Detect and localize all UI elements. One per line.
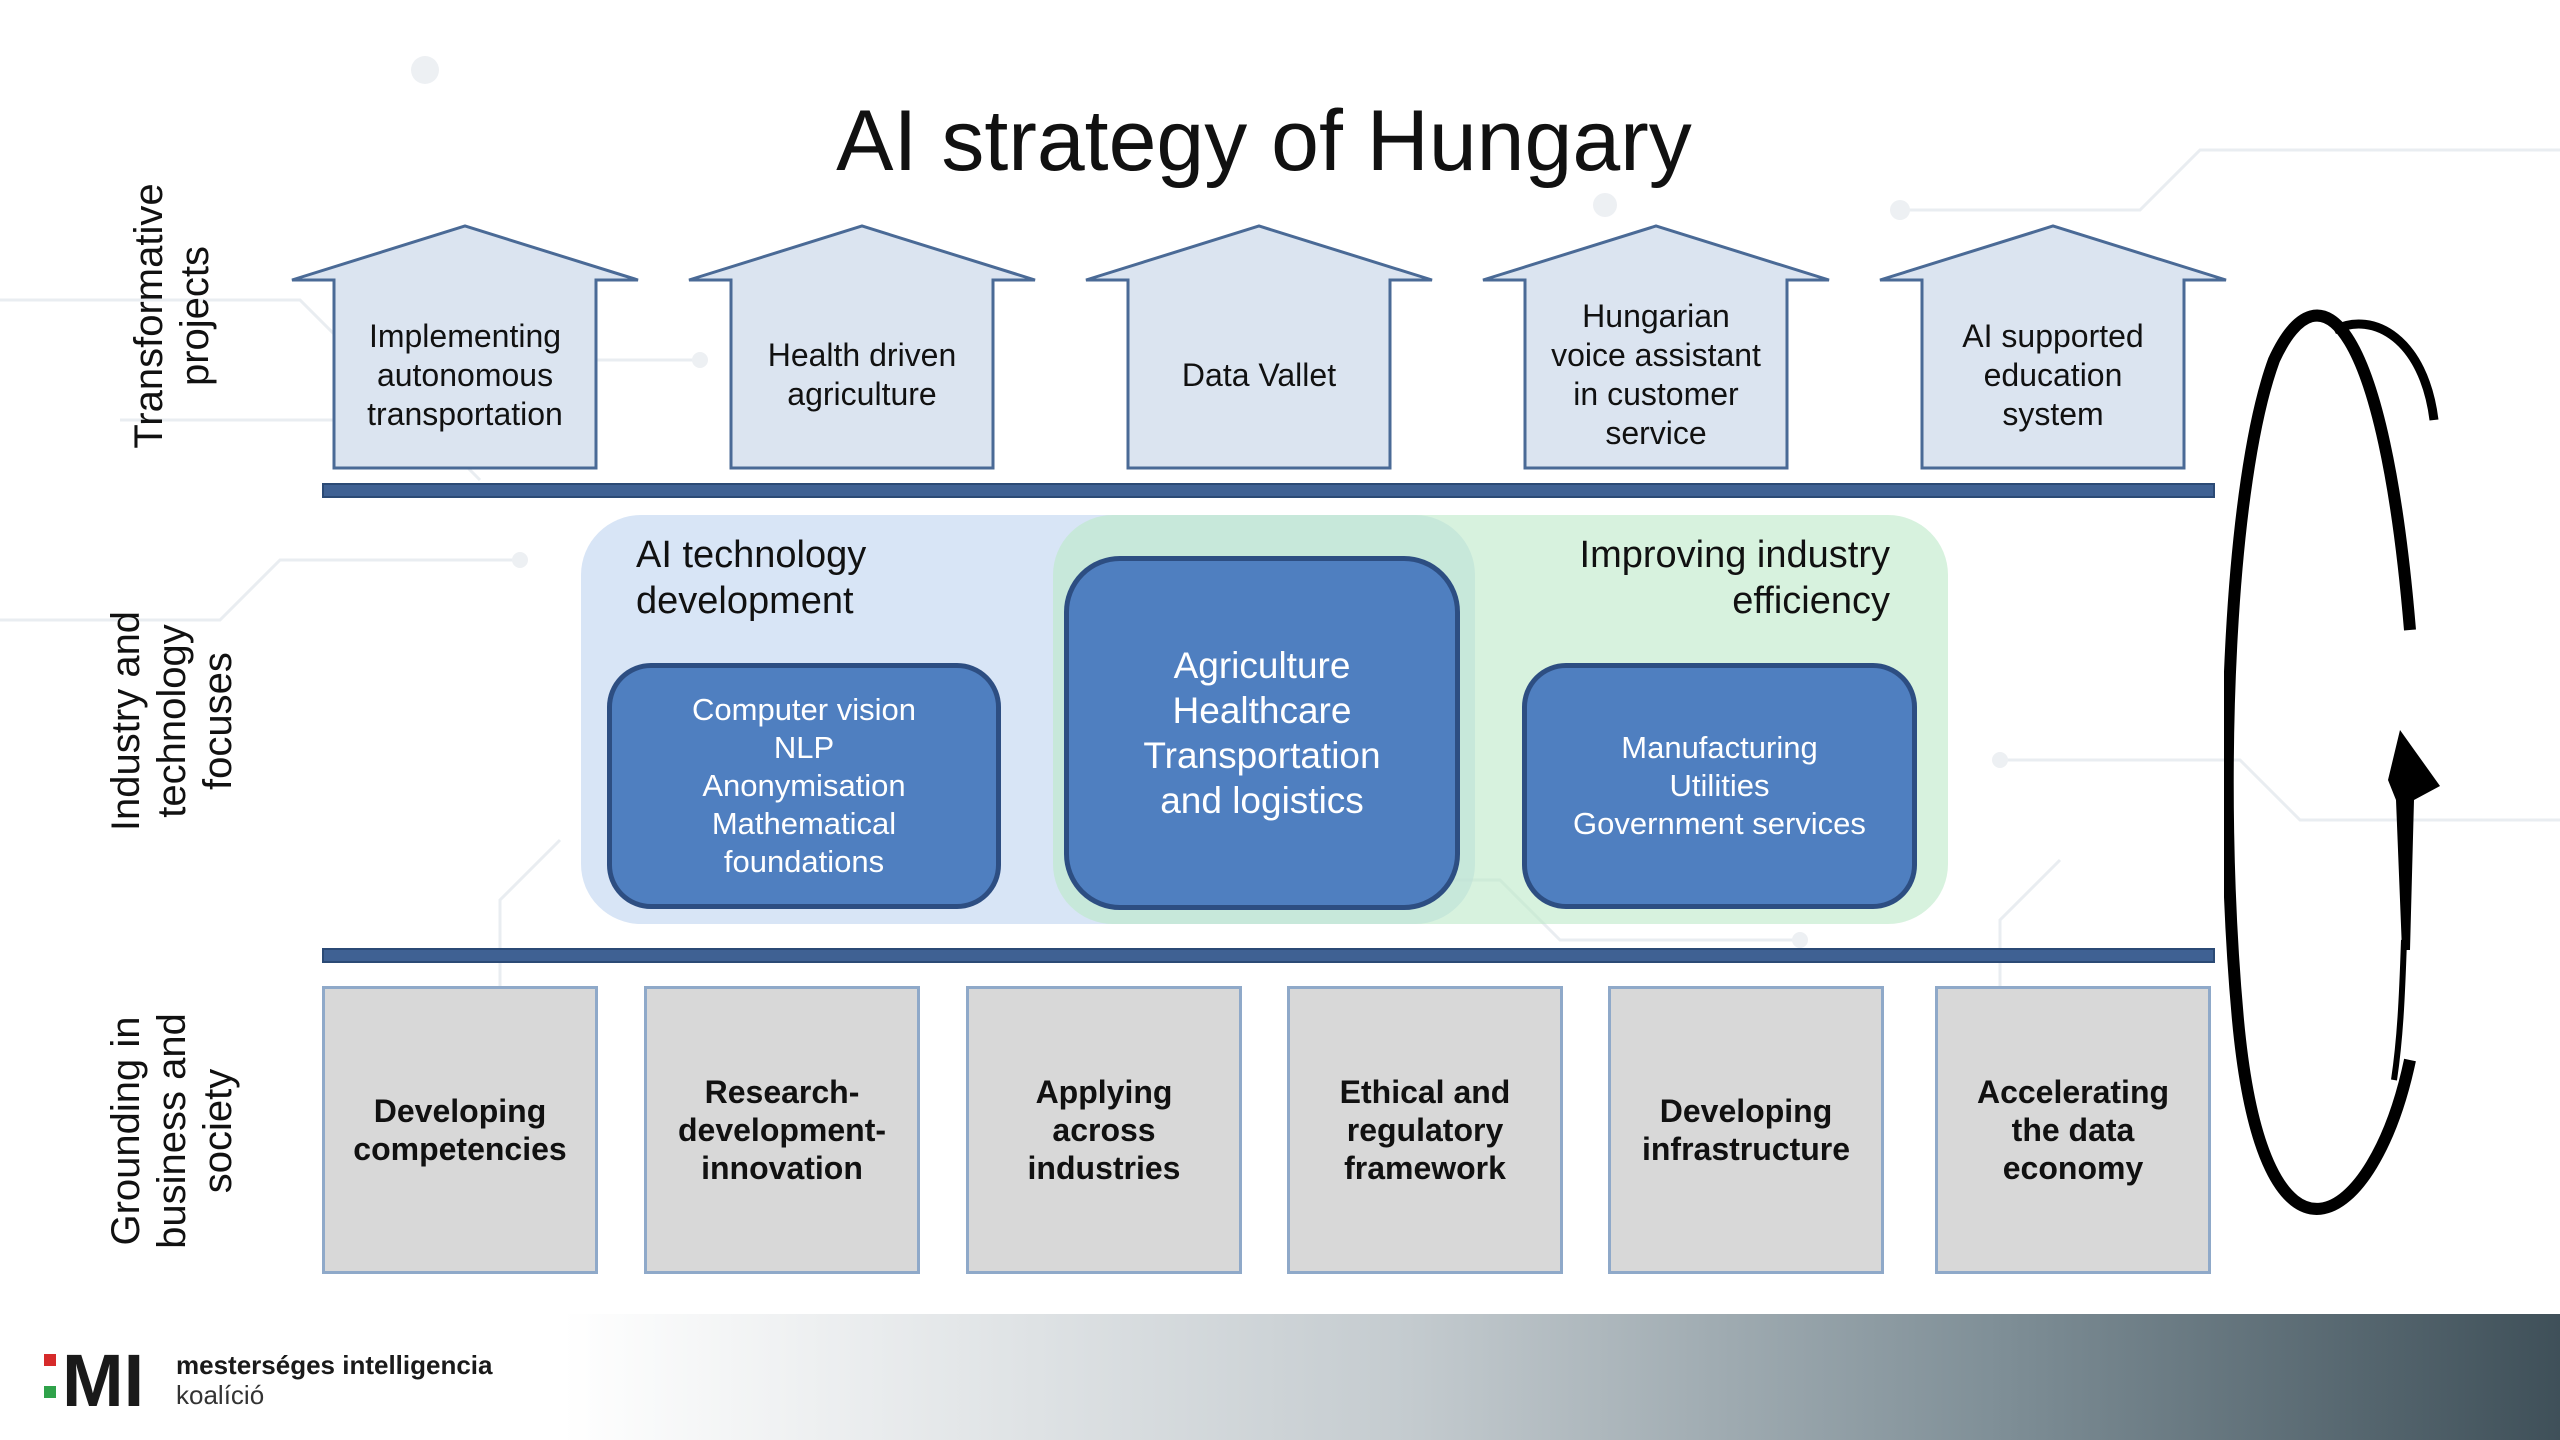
footer-band xyxy=(0,1314,2560,1440)
mi-logo-icon: MI xyxy=(44,1340,144,1420)
tech-item: NLP xyxy=(773,730,835,765)
grounding-line: Ethical and xyxy=(1339,1074,1511,1110)
project-house: AI supported education system xyxy=(1878,224,2228,470)
row-label-industry-focuses: Industry and technology focuses xyxy=(103,541,241,901)
row-label-line: projects xyxy=(173,245,217,387)
industry-items-box: Manufacturing Utilities Government servi… xyxy=(1522,663,1917,909)
core-sectors-box: Agriculture Healthcare Transportation an… xyxy=(1064,556,1460,910)
grounding-line: Developing xyxy=(1659,1093,1833,1129)
industry-item: Utilities xyxy=(1669,768,1770,803)
focus-label-line: development xyxy=(636,580,854,622)
core-sector-item: Healthcare xyxy=(1172,690,1352,731)
project-label-line: Health driven xyxy=(767,337,957,373)
project-label-line: in customer xyxy=(1573,376,1739,412)
industry-item: Manufacturing xyxy=(1621,730,1818,765)
grounding-line: the data xyxy=(2011,1112,2135,1148)
project-label-line: Data Vallet xyxy=(1181,356,1337,393)
industry-efficiency-label: Improving industry efficiency xyxy=(1500,532,1890,624)
project-house: Hungarian voice assistant in customer se… xyxy=(1481,224,1831,470)
grounding-line: regulatory xyxy=(1346,1112,1504,1148)
grounding-line: framework xyxy=(1344,1150,1506,1186)
focus-label-line: AI technology xyxy=(636,534,867,576)
project-house: Health driven agriculture xyxy=(687,224,1037,470)
core-sector-item: and logistics xyxy=(1160,780,1364,821)
house-shape xyxy=(1879,224,2227,470)
project-label-line: transportation xyxy=(367,395,563,432)
project-label-line: Implementing xyxy=(368,317,562,354)
tech-item: Mathematical xyxy=(711,806,897,841)
grounding-box: Applying across industries xyxy=(966,986,1242,1274)
cycle-arrow-icon xyxy=(2224,309,2440,1215)
house-shape xyxy=(291,224,639,470)
project-label: AI supported education system xyxy=(1922,282,2184,468)
industry-item: Government services xyxy=(1573,806,1866,841)
focus-label-line: efficiency xyxy=(1732,580,1890,622)
grounding-line: industries xyxy=(1027,1150,1181,1186)
project-label-line: autonomous xyxy=(376,356,554,393)
core-sector-item: Agriculture xyxy=(1173,645,1351,686)
project-label: Implementing autonomous transportation xyxy=(334,282,596,468)
project-label: Data Vallet xyxy=(1128,282,1390,468)
tech-item: Computer vision xyxy=(692,692,916,727)
grounding-box: Developing infrastructure xyxy=(1608,986,1884,1274)
grounding-box: Developing competencies xyxy=(322,986,598,1274)
tech-item: Anonymisation xyxy=(702,768,906,803)
row-label-line: business and xyxy=(150,1013,194,1249)
grounding-line: infrastructure xyxy=(1641,1131,1851,1167)
row-label-grounding: Grounding in business and society xyxy=(103,951,241,1311)
tech-development-label: AI technology development xyxy=(636,532,866,624)
house-shape xyxy=(1085,224,1433,470)
grounding-line: economy xyxy=(2002,1150,2144,1186)
project-house: Implementing autonomous transportation xyxy=(290,224,640,470)
separator-bar-top xyxy=(322,483,2215,498)
grounding-box: Research- development- innovation xyxy=(644,986,920,1274)
grounding-box: Ethical and regulatory framework xyxy=(1287,986,1563,1274)
row-label-line: society xyxy=(196,1068,240,1194)
project-label-line: system xyxy=(2002,395,2104,432)
logo-line-2: koalíció xyxy=(176,1380,265,1410)
row-label-line: technology xyxy=(150,624,194,818)
tech-item: foundations xyxy=(723,844,885,879)
grounding-box: Accelerating the data economy xyxy=(1935,986,2211,1274)
project-label-line: education xyxy=(1983,356,2123,393)
core-sector-item: Transportation xyxy=(1143,735,1381,776)
grounding-line: across xyxy=(1052,1112,1156,1148)
row-label-line: Grounding in xyxy=(104,1016,148,1246)
row-label-line: focuses xyxy=(196,652,240,790)
project-house: Data Vallet xyxy=(1084,224,1434,470)
tech-items-box: Computer vision NLP Anonymisation Mathem… xyxy=(607,663,1001,909)
grounding-line: Accelerating xyxy=(1976,1074,2170,1110)
house-shape xyxy=(688,224,1036,470)
project-label-line: AI supported xyxy=(1962,317,2144,354)
focus-label-line: Improving industry xyxy=(1579,534,1890,576)
grounding-line: Research- xyxy=(704,1074,860,1110)
logo-mark: MI xyxy=(62,1340,144,1420)
grounding-line: Applying xyxy=(1035,1074,1173,1110)
grounding-line: competencies xyxy=(353,1131,567,1167)
project-label-line: voice assistant xyxy=(1551,337,1761,373)
separator-bar-bottom xyxy=(322,948,2215,963)
grounding-line: Developing xyxy=(373,1093,547,1129)
project-label: Health driven agriculture xyxy=(731,282,993,468)
page-title: AI strategy of Hungary xyxy=(836,93,1692,189)
row-label-transformative-projects: Transformative projects xyxy=(126,136,218,496)
logo-line-1: mesterséges intelligencia xyxy=(176,1350,493,1380)
project-label: Hungarian voice assistant in customer se… xyxy=(1525,282,1787,468)
grounding-line: development- xyxy=(677,1112,887,1148)
row-label-line: Transformative xyxy=(127,183,171,449)
project-label-line: service xyxy=(1605,415,1707,451)
house-shape xyxy=(1482,224,1830,470)
row-label-line: Industry and xyxy=(104,610,148,832)
project-label-line: agriculture xyxy=(787,376,937,412)
project-label-line: Hungarian xyxy=(1582,298,1730,334)
logo-wordmark: mesterséges intelligencia koalíció xyxy=(176,1350,492,1410)
grounding-line: innovation xyxy=(701,1150,863,1186)
